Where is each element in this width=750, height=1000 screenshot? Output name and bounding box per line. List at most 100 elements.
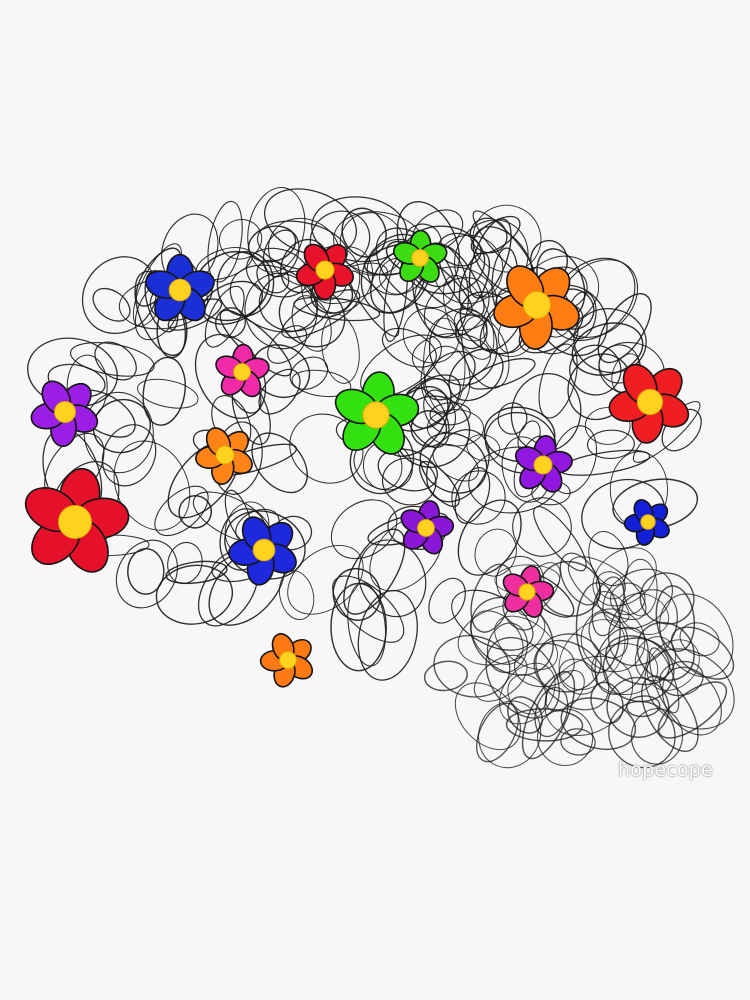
scribble-loop — [455, 314, 488, 350]
scribble-loop — [469, 217, 508, 254]
scribble-loop — [454, 682, 521, 751]
scribble-loop — [544, 655, 634, 736]
flower-center — [417, 519, 435, 537]
scribble-loop — [419, 432, 488, 494]
scribble-loop — [429, 402, 471, 426]
flower-center — [362, 401, 390, 429]
scribble-loop — [377, 448, 438, 492]
flower-magenta — [502, 565, 555, 618]
scribble-loop — [634, 636, 677, 682]
flower-center — [279, 651, 297, 669]
scribble-loop — [256, 259, 290, 294]
scribble-loop — [115, 539, 178, 609]
scribble-loop — [608, 700, 676, 769]
flower-orange — [259, 633, 314, 688]
scribble-loop — [659, 593, 734, 678]
flower-magenta — [215, 343, 270, 398]
flower-center — [168, 278, 192, 302]
scribble-loop — [512, 497, 572, 557]
scribble-loop — [545, 670, 585, 712]
scribble-loop — [423, 660, 468, 692]
scribble-loop — [569, 344, 622, 396]
scribble-loop — [581, 478, 666, 550]
flower-center — [523, 291, 551, 319]
scribble-loop — [636, 621, 695, 681]
scribble-loop — [428, 308, 498, 386]
scribble-loop — [670, 626, 735, 680]
scribble-loop — [281, 289, 361, 339]
scribble-loop — [521, 670, 576, 760]
scribble-loop — [584, 407, 631, 445]
scribble-loop — [207, 200, 243, 283]
scribble-loop — [646, 639, 700, 691]
flower-center — [252, 538, 276, 562]
scribble-loop — [470, 215, 521, 255]
scribble-loop — [428, 577, 466, 624]
scribble-loop — [411, 333, 491, 381]
scribble-loop — [219, 219, 263, 260]
scribble-loop — [339, 212, 405, 276]
scribble-loop — [494, 615, 558, 670]
scribble-loop — [244, 272, 318, 350]
flower-purple — [514, 435, 573, 493]
scribble-loop — [423, 317, 466, 414]
scribble-loop — [485, 636, 560, 719]
flower-center — [215, 445, 235, 465]
scribble-loop — [178, 495, 213, 529]
flower-center — [54, 401, 76, 423]
scribble-loop — [609, 582, 646, 616]
scribble-loop — [474, 528, 517, 577]
scribble-loop — [113, 440, 191, 531]
scribble-loop — [287, 544, 364, 615]
scribble-loop — [457, 499, 522, 576]
scribble-loop — [588, 611, 629, 659]
scribble-loop — [478, 700, 542, 769]
scribble-loop — [247, 225, 297, 263]
scribble-loop — [451, 470, 506, 525]
flower-blue — [145, 253, 215, 322]
scribble-loop — [586, 429, 635, 459]
scribble-loop — [154, 485, 209, 537]
scribble-loop — [256, 220, 348, 272]
scribble-loop — [341, 207, 387, 258]
scribble-loop — [247, 187, 306, 273]
scribble-loop — [594, 626, 649, 695]
scribble-loop — [567, 556, 647, 621]
scribble-loop — [426, 429, 490, 503]
scribble-loop — [596, 591, 630, 623]
flower-orange — [195, 427, 253, 485]
scribble-loop — [590, 681, 624, 724]
flower-blue — [228, 516, 297, 586]
scribble-loop — [343, 528, 406, 615]
scribble-loop — [403, 387, 450, 449]
scribble-loop — [410, 410, 448, 448]
scribble-loop — [507, 696, 543, 734]
scribble-loop — [357, 589, 418, 681]
scribble-loop — [69, 342, 155, 377]
scribble-loop — [454, 467, 491, 524]
flower-red — [295, 243, 355, 301]
scribble-loop — [321, 313, 360, 384]
scribble-loop — [92, 287, 131, 322]
scribble-loop — [433, 635, 511, 698]
scribble-loop — [534, 686, 569, 738]
scribble-loop — [630, 708, 684, 765]
scribble-loop — [573, 308, 647, 374]
scribble-loop — [381, 327, 437, 368]
flower-group — [24, 229, 690, 688]
flower-blue — [623, 499, 670, 546]
flower-center — [518, 583, 536, 601]
flower-center — [533, 455, 553, 475]
flower-red — [24, 467, 130, 573]
brain-scribble-lines — [27, 187, 735, 769]
flower-orange — [493, 265, 580, 350]
scribble-loop — [591, 576, 625, 637]
flower-center — [640, 514, 656, 530]
scribble-loop — [560, 728, 596, 756]
scribble-loop — [293, 296, 381, 322]
scribble-loop — [466, 434, 501, 462]
scribble-loop — [549, 257, 636, 342]
scribble-loop — [588, 531, 629, 587]
